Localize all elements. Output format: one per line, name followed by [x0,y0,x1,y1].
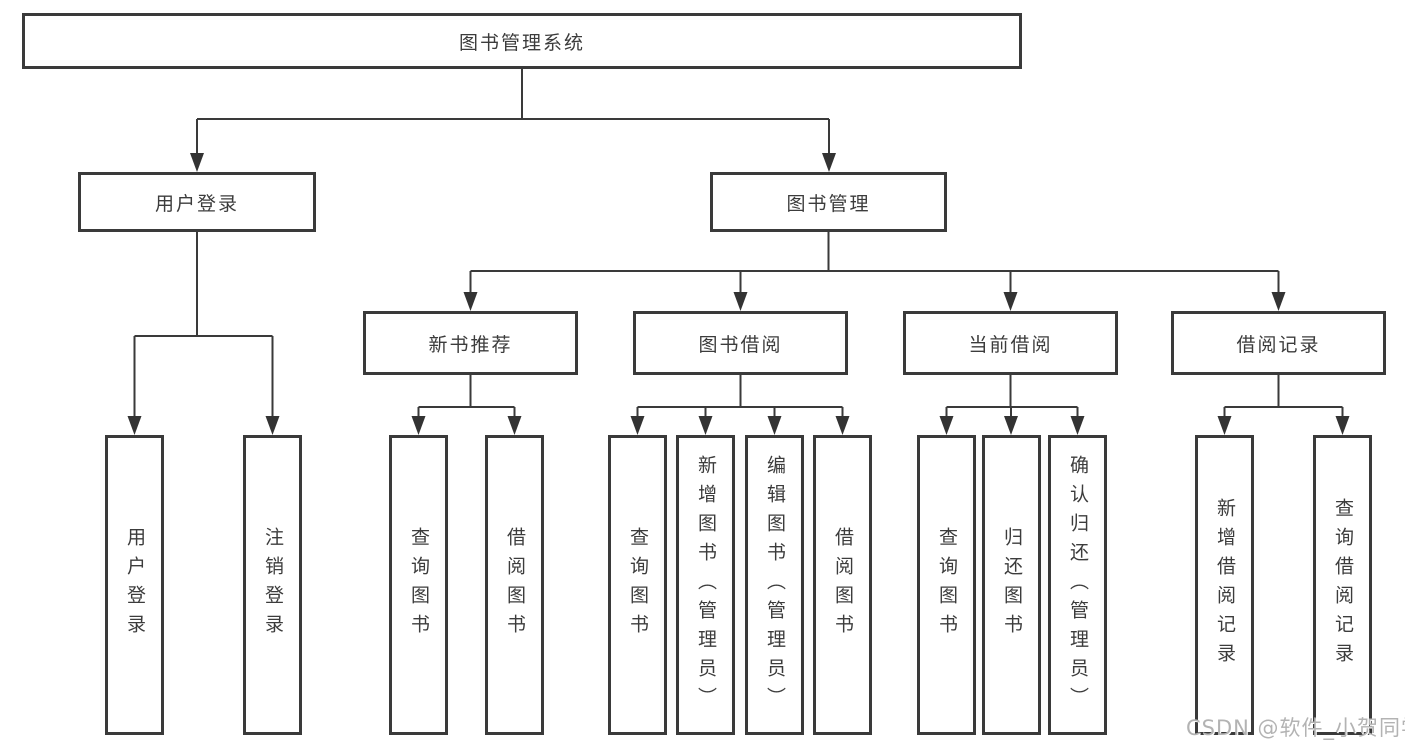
leaf-edit-book-admin: 编辑图书（管理员） [745,435,804,735]
node-label: 确认归还（管理员） [1067,454,1089,716]
node-label: 注销登录 [262,527,284,643]
leaf-return-book: 归还图书 [982,435,1041,735]
csdn-watermark: CSDN @软件_小贺同学 [1186,716,1405,740]
node-label: 当前借阅 [968,333,1053,356]
node-new-book-recommend: 新书推荐 [363,311,578,375]
leaf-borrow-books-borrow: 借阅图书 [813,435,872,735]
node-root-system: 图书管理系统 [22,13,1022,69]
node-current-borrow: 当前借阅 [903,311,1118,375]
node-label: 图书借阅 [698,333,783,356]
leaf-confirm-return-admin: 确认归还（管理员） [1048,435,1107,735]
leaf-logout-login: 注销登录 [243,435,302,735]
node-label: 借阅记录 [1236,333,1321,356]
node-label: 查询图书 [936,527,958,643]
leaf-query-books-borrow: 查询图书 [608,435,667,735]
node-book-borrow: 图书借阅 [633,311,848,375]
node-label: 用户登录 [124,527,146,643]
leaf-user-login: 用户登录 [105,435,164,735]
leaf-add-borrow-record: 新增借阅记录 [1195,435,1254,735]
node-label: 编辑图书（管理员） [764,454,786,716]
node-label: 用户登录 [154,192,239,215]
leaf-query-borrow-record: 查询借阅记录 [1313,435,1372,735]
node-label: 图书管理系统 [458,31,585,54]
node-label: 借阅图书 [832,527,854,643]
node-label: 新增借阅记录 [1214,498,1236,672]
node-book-management: 图书管理 [710,172,947,232]
node-label: 新书推荐 [428,333,513,356]
leaf-query-books-recommend: 查询图书 [389,435,448,735]
node-user-login: 用户登录 [78,172,316,232]
node-borrow-record: 借阅记录 [1171,311,1386,375]
node-label: 归还图书 [1001,527,1023,643]
leaf-add-book-admin: 新增图书（管理员） [676,435,735,735]
node-label: 借阅图书 [504,527,526,643]
leaf-borrow-books-recommend: 借阅图书 [485,435,544,735]
node-label: 查询借阅记录 [1332,498,1354,672]
node-label: 新增图书（管理员） [695,454,717,716]
node-label: 查询图书 [627,527,649,643]
node-label: 查询图书 [408,527,430,643]
leaf-query-books-current: 查询图书 [917,435,976,735]
node-label: 图书管理 [786,192,871,215]
